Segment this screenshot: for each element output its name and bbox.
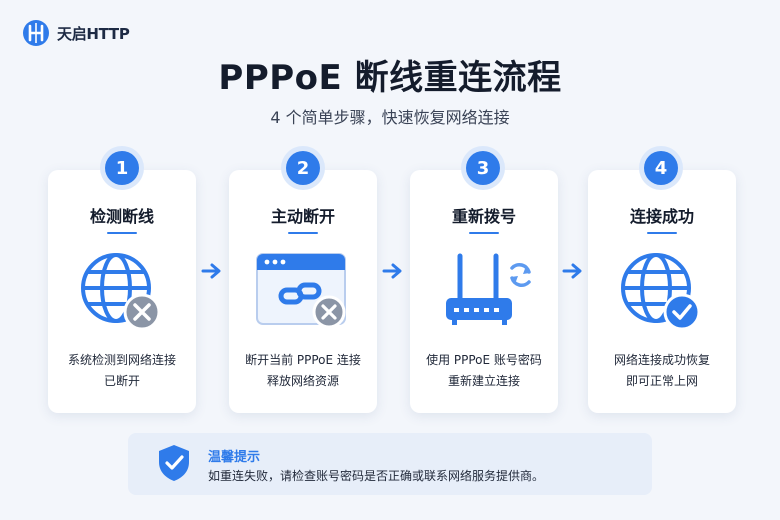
globe-disconnected-icon <box>81 253 161 330</box>
title-underline <box>647 232 677 234</box>
step-number-4: 4 <box>644 151 678 185</box>
step-title: 连接成功 <box>629 207 694 226</box>
step-card-3: 重新拨号 使用 PPPoE 账号密码 重新建立连接 <box>410 170 558 413</box>
step-description: 网络连接成功恢复 即可正常上网 <box>613 353 710 388</box>
page-subtitle: 4 个简单步骤，快速恢复网络连接 <box>270 108 510 127</box>
brand-name: 天启HTTP <box>57 24 130 43</box>
step-description: 断开当前 PPPoE 连接 释放网络资源 <box>245 353 361 388</box>
tip-text: 如重连失败，请检查账号密码是否正确或联系网络服务提供商。 <box>208 469 545 483</box>
step-number-2: 2 <box>286 151 320 185</box>
step-card-2: 主动断开 断开当前 PPPoE 连接 释放网络资源 <box>229 170 377 413</box>
step-title: 主动断开 <box>270 207 335 226</box>
step-number-3: 3 <box>466 151 500 185</box>
step-card-1: 检测断线 系统检测到网络连接 已断开 <box>48 170 196 413</box>
step-card-4: 连接成功 网络连接成功恢复 即可正常上网 <box>588 170 736 413</box>
step-title: 重新拨号 <box>451 207 516 226</box>
arrow-right-icon <box>382 263 402 279</box>
title-underline <box>469 232 499 234</box>
broken-link-window-icon <box>256 253 346 329</box>
title-underline <box>288 232 318 234</box>
router-refresh-icon <box>446 253 531 325</box>
arrow-right-icon <box>562 263 582 279</box>
step-title: 检测断线 <box>89 207 154 226</box>
arrow-right-icon <box>201 263 221 279</box>
tip-title: 温馨提示 <box>208 450 261 465</box>
brand-logo: 天启HTTP <box>22 19 130 47</box>
globe-logo-icon <box>23 20 49 46</box>
globe-connected-icon <box>621 253 701 330</box>
step-description: 系统检测到网络连接 已断开 <box>67 353 176 388</box>
title-underline <box>107 232 137 234</box>
shield-check-icon <box>159 445 189 481</box>
tip-box: 温馨提示 如重连失败，请检查账号密码是否正确或联系网络服务提供商。 <box>128 433 652 495</box>
step-description: 使用 PPPoE 账号密码 重新建立连接 <box>426 353 542 388</box>
step-number-1: 1 <box>105 151 139 185</box>
page-title: PPPoE 断线重连流程 <box>218 58 562 98</box>
